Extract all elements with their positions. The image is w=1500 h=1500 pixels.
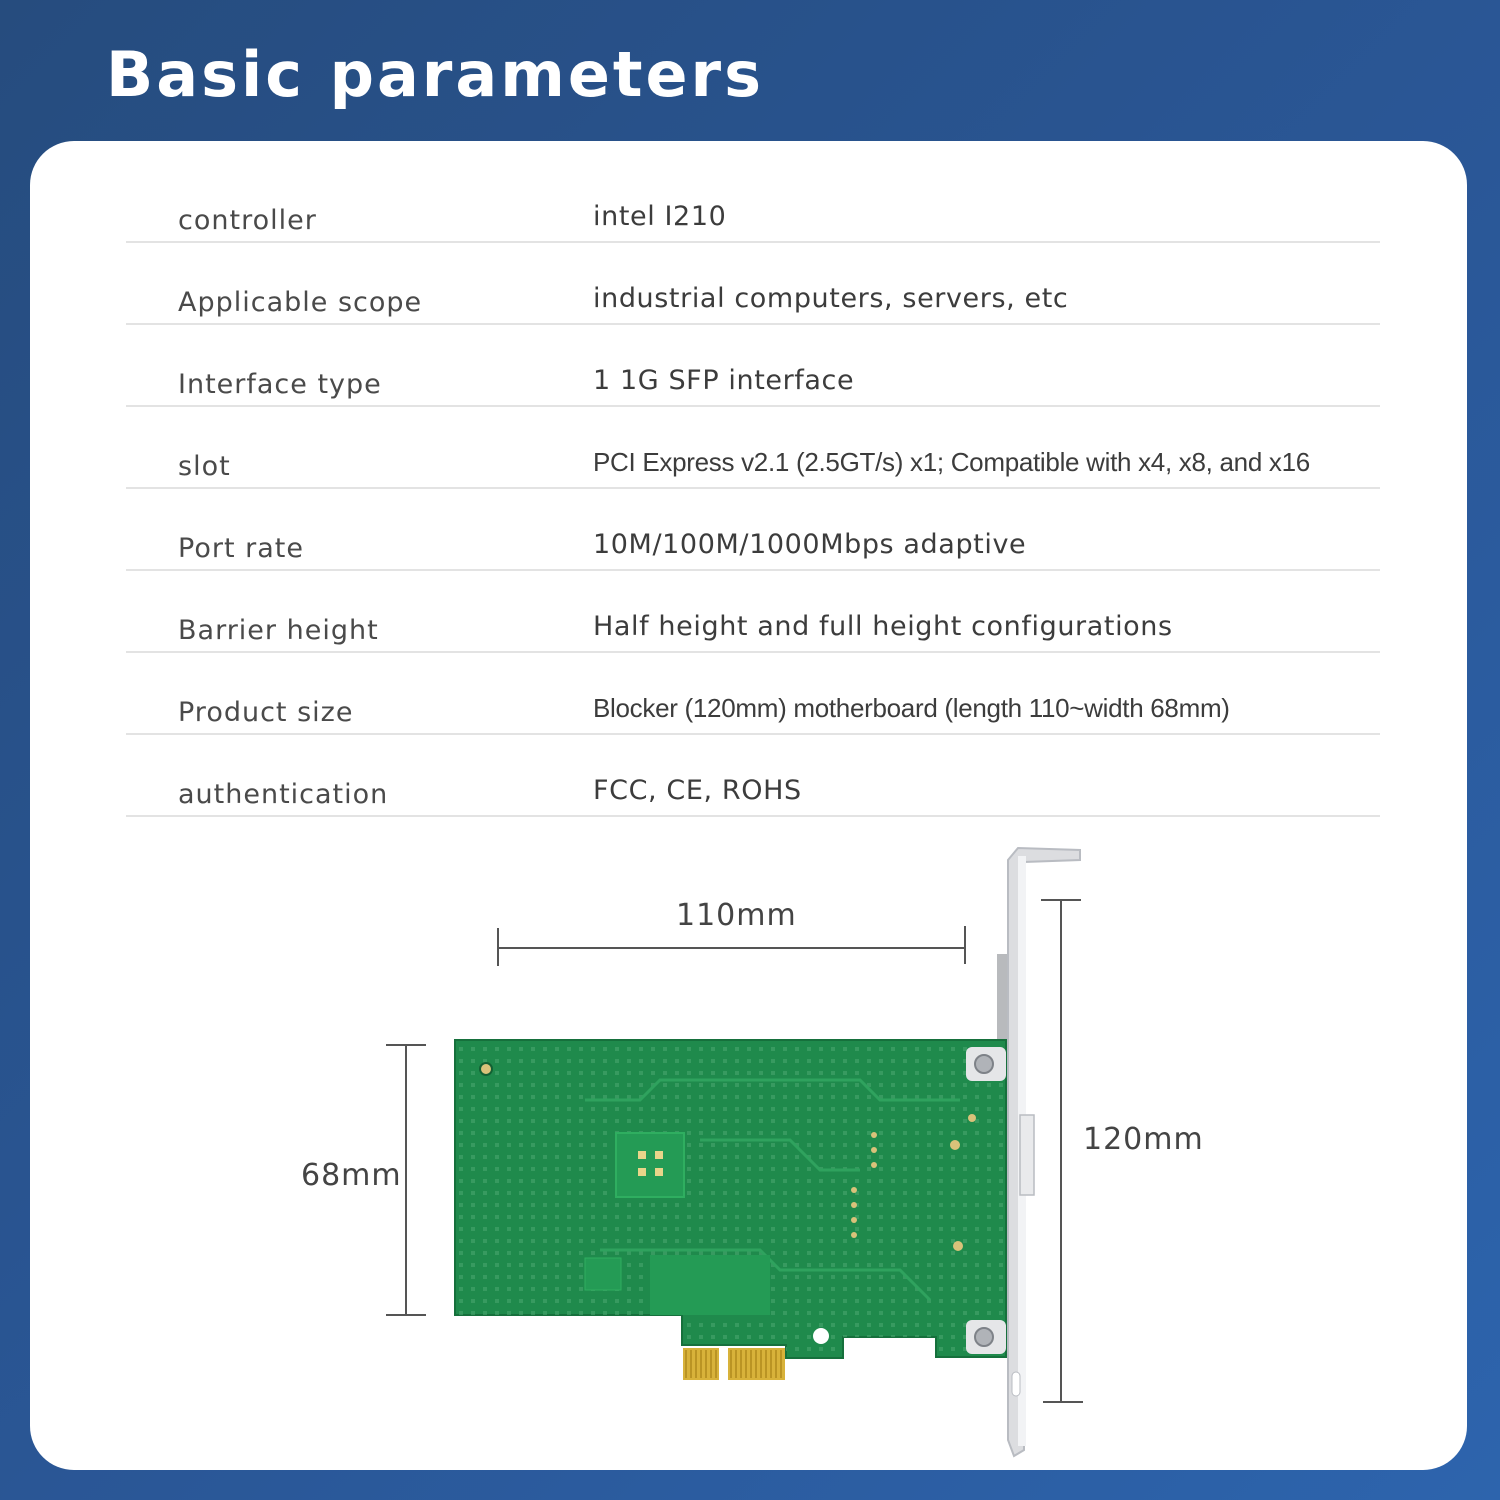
spec-label: Barrier height <box>178 615 379 646</box>
spec-row-interface-type: Interface type 1 1G SFP interface <box>126 323 1380 407</box>
spec-value: Blocker (120mm) motherboard (length 110~… <box>593 693 1230 723</box>
spec-value: industrial computers, servers, etc <box>593 283 1069 314</box>
spec-row-applicable-scope: Applicable scope industrial computers, s… <box>126 241 1380 325</box>
spec-row-authentication: authentication FCC, CE, ROHS <box>126 733 1380 817</box>
gold-fingers <box>683 1348 785 1380</box>
spec-value: PCI Express v2.1 (2.5GT/s) x1; Compatibl… <box>593 447 1310 477</box>
height-dimension-label: 120mm <box>1083 1122 1204 1157</box>
spec-label: Applicable scope <box>178 287 423 318</box>
network-card-pcb <box>454 1039 1007 1359</box>
spec-row-product-size: Product size Blocker (120mm) motherboard… <box>126 651 1380 735</box>
spec-value: intel I210 <box>593 201 727 232</box>
spec-row-port-rate: Port rate 10M/100M/1000Mbps adaptive <box>126 487 1380 571</box>
spec-value: FCC, CE, ROHS <box>593 775 802 806</box>
spec-label: Interface type <box>178 369 382 400</box>
spec-value: 10M/100M/1000Mbps adaptive <box>593 529 1027 560</box>
length-dimension-label: 110mm <box>676 898 797 933</box>
spec-value: 1 1G SFP interface <box>593 365 855 396</box>
height-dimension-line <box>1041 899 1083 1403</box>
spec-label: Product size <box>178 697 354 728</box>
spec-label: controller <box>178 205 317 236</box>
spec-row-barrier-height: Barrier height Half height and full heig… <box>126 569 1380 653</box>
spec-row-controller: controller intel I210 <box>126 159 1380 243</box>
spec-label: slot <box>178 451 231 482</box>
spec-row-slot: slot PCI Express v2.1 (2.5GT/s) x1; Comp… <box>126 405 1380 489</box>
spec-label: authentication <box>178 779 389 810</box>
page-title: Basic parameters <box>106 38 765 111</box>
spec-value: Half height and full height configuratio… <box>593 611 1173 642</box>
bracket <box>997 846 1081 1458</box>
width-dimension-line <box>386 1044 426 1316</box>
spec-label: Port rate <box>178 533 304 564</box>
length-dimension-line <box>497 926 966 966</box>
width-dimension-label: 68mm <box>301 1158 402 1193</box>
spec-card: controller intel I210 Applicable scope i… <box>30 141 1467 1470</box>
